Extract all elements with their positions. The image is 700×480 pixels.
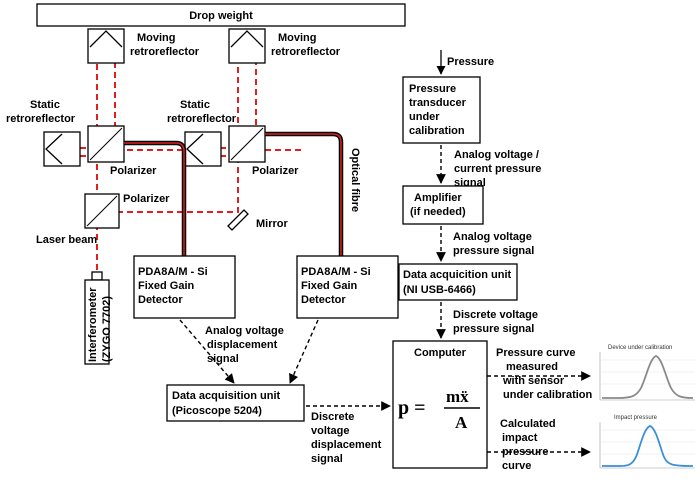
device-calibration-plot: Device under calibration — [599, 345, 695, 401]
moving-retroreflector-right — [228, 28, 266, 64]
detector-left-box — [133, 255, 236, 319]
polarizer-cube-upper-left — [87, 125, 125, 163]
polarizer-cube-lower-left — [84, 193, 120, 229]
amplifier-label: Amplifier (if needed) — [410, 192, 466, 218]
analog-pressure-signal-label: Analog voltage pressure signal — [453, 231, 535, 257]
detector-right-box — [296, 255, 399, 319]
drop-weight-label: Drop weight — [189, 10, 253, 22]
polarizer-label-3: Polarizer — [252, 165, 299, 177]
detector-right-label: PDA8A/M - Si Fixed Gain Detector — [301, 266, 374, 306]
device-plot-title: Device under calibration — [608, 345, 672, 351]
svg-text:p =: p = — [398, 397, 426, 419]
pressure-transducer-label: Pressure transducer under calibration — [409, 83, 469, 137]
svg-text:A: A — [455, 413, 468, 432]
static-retroreflector-left-label: Static retroreflector — [6, 99, 76, 125]
mirror — [227, 209, 249, 231]
pressure-label: Pressure — [447, 56, 494, 68]
pressure-curve-measured-label: Pressure curve measured with sensor unde… — [496, 347, 593, 401]
static-retroreflector-right — [184, 131, 222, 167]
optical-fibre-right — [265, 131, 344, 258]
static-retroreflector-left — [43, 131, 81, 167]
calculated-impact-curve-label: Calculated impact pressure curve — [500, 418, 559, 472]
amplifier-box — [402, 185, 484, 225]
impact-pressure-plot: Impact pressure — [599, 415, 695, 469]
svg-text:mẍ: mẍ — [446, 387, 469, 406]
mirror-label: Mirror — [256, 218, 289, 230]
analog-current-signal-label: Analog voltage / current pressure signal — [454, 149, 545, 189]
device-pressure-curve — [602, 355, 694, 399]
polarizer-label-2: Polarizer — [123, 193, 170, 205]
laser-beam-label: Laser beam — [36, 234, 97, 246]
daq-ni-label: Data acquicition unit (NI USB-6466) — [403, 269, 514, 296]
discrete-displacement-signal-label: Discrete voltage displacement signal — [311, 411, 384, 465]
analog-displacement-signal-label: Analog voltage displacement signal — [205, 325, 287, 365]
moving-retroreflector-right-label: Moving retroreflector — [271, 32, 341, 58]
pressure-transducer-box — [402, 76, 481, 144]
moving-retroreflector-left-label: Moving retroreflector — [130, 32, 200, 58]
impact-plot-title: Impact pressure — [614, 415, 658, 421]
moving-retroreflector-left — [87, 28, 125, 64]
daq-picoscope-label: Data acquisition unit (Picoscope 5204) — [172, 390, 283, 417]
impact-pressure-formula: p = mẍ A — [398, 387, 480, 432]
discrete-pressure-signal-label: Discrete voltage pressure signal — [453, 309, 541, 335]
interferometer — [84, 271, 110, 365]
drop-weight-box — [36, 3, 406, 27]
interferometer-label: Interferometer (ZYGO 7702) — [87, 284, 113, 362]
daq-picoscope-box — [166, 384, 305, 422]
computer-box — [392, 340, 488, 469]
optical-fibre-left — [124, 140, 187, 258]
computer-label: Computer — [414, 347, 467, 359]
polarizer-cube-upper-right — [228, 125, 266, 163]
optical-fibre-label: Optical fibre — [349, 148, 361, 212]
static-retroreflector-right-label: Static retroreflector — [167, 99, 237, 125]
daq-ni-box — [398, 263, 518, 301]
detector-left-label: PDA8A/M - Si Fixed Gain Detector — [138, 266, 211, 306]
impact-pressure-curve — [602, 425, 694, 467]
arrow-detector-right-to-daq — [289, 319, 319, 384]
polarizer-label-1: Polarizer — [110, 165, 157, 177]
